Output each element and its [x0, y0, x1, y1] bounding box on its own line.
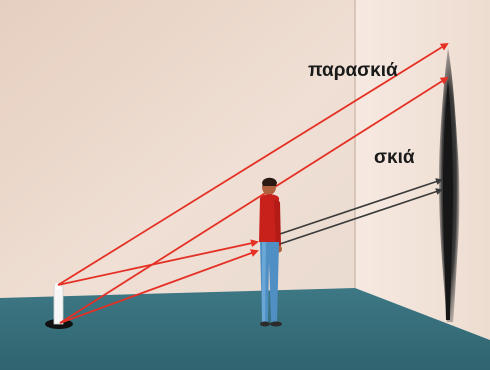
side-wall [355, 0, 490, 340]
umbra-label: σκιά [374, 147, 415, 168]
penumbra-label: παρασκιά [308, 60, 398, 81]
back-wall [0, 0, 355, 298]
